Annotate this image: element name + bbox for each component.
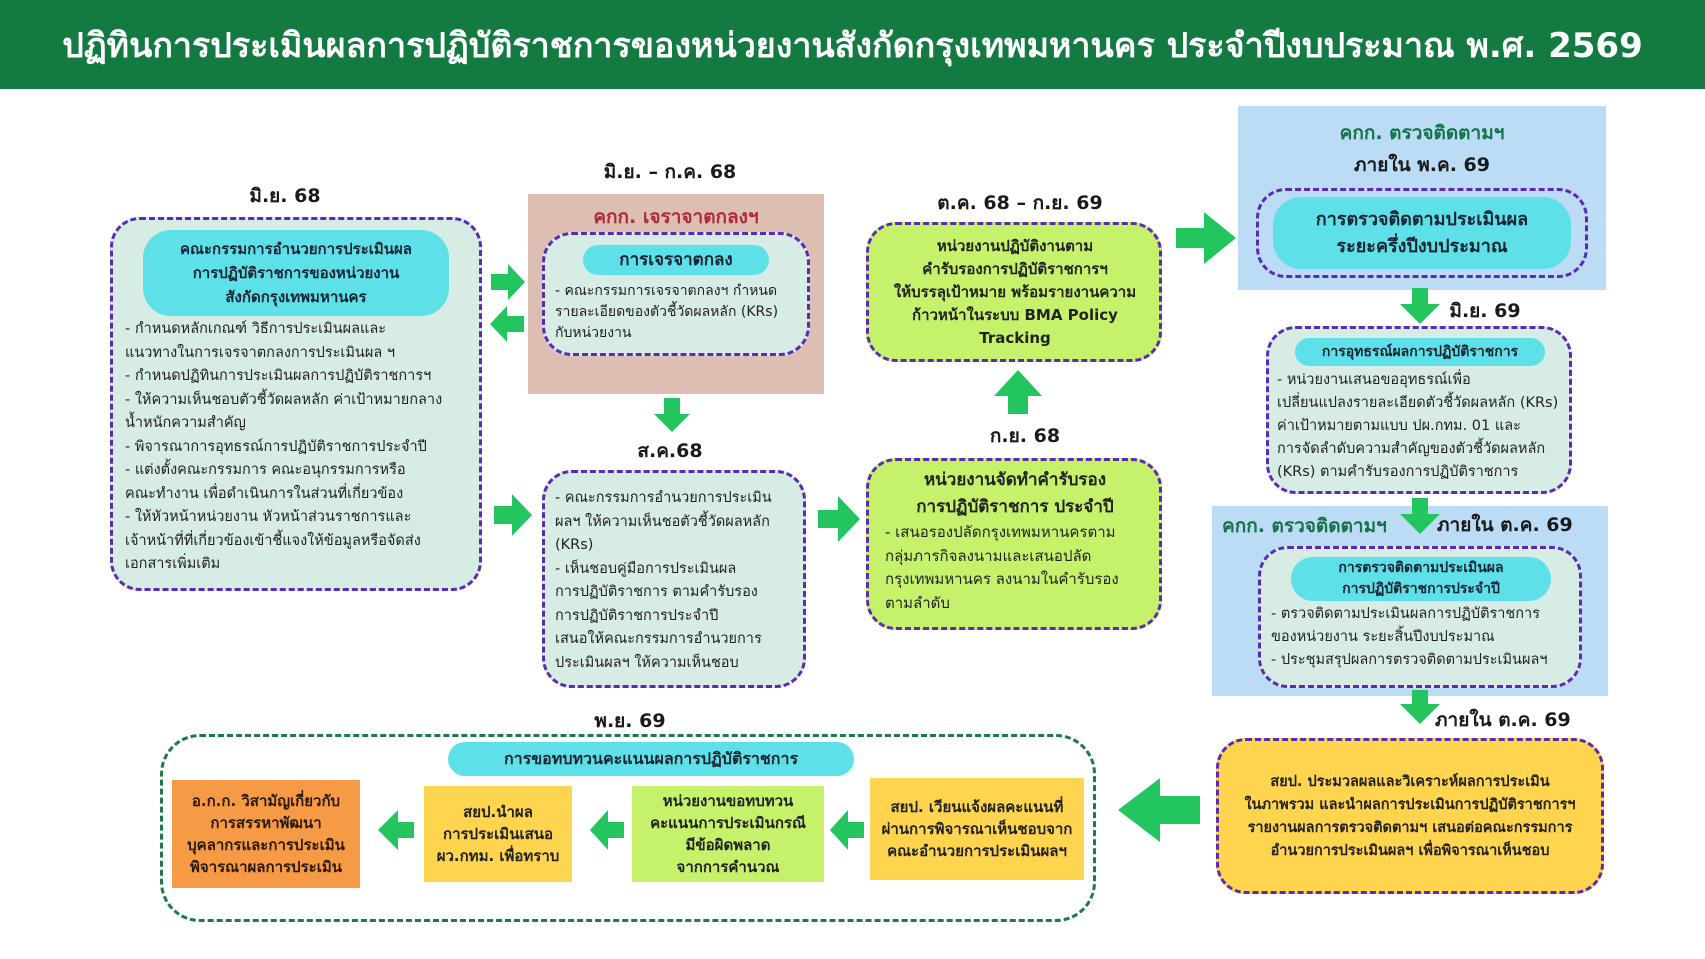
midyear-card: การตรวจติดตามประเมินผล ระยะครึ่งปีงบประม… [1256,188,1588,278]
arrow-down-icon [1400,498,1440,534]
arrow-down-icon [1400,690,1440,724]
committee-card: คณะกรรมการอำนวยการประเมินผล การปฏิบัติรา… [110,217,482,591]
agreement-card: หน่วยงานจัดทำคำรับรอง การปฏิบัติราชการ ป… [866,458,1162,630]
negotiation-pill: การเจรจาตกลง [583,245,769,275]
approval-card: - คณะกรรมการอำนวยการประเมิน ผลฯ ให้ความเ… [542,470,806,688]
summary-card: สยป. ประมวลผลและวิเคราะห์ผลการประเมิน ใน… [1216,738,1604,894]
annual-pill: การตรวจติดตามประเมินผล การปฏิบัติราชการป… [1291,557,1551,601]
review-step-report: สยป.นำผล การประเมินเสนอ ผว.กทม. เพื่อทรา… [424,786,572,882]
arrow-down-icon [654,398,690,432]
date-label-oct68-sep69: ต.ค. 68 – ก.ย. 69 [937,192,1103,214]
appeal-card: การอุทธรณ์ผลการปฏิบัติราชการ - หน่วยงานเ… [1266,326,1572,494]
arrow-left-icon [378,810,414,850]
date-label-sep68: ก.ย. 68 [989,425,1061,447]
arrow-left-icon [830,810,864,850]
summary-body: สยป. ประมวลผลและวิเคราะห์ผลการประเมิน ใน… [1244,774,1576,859]
negotiation-card: การเจรจาตกลง - คณะกรรมการเจรจาตกลงฯ กำหน… [542,232,810,356]
appeal-body: - หน่วยงานเสนอขออุทธรณ์เพื่อ เปลี่ยนแปลง… [1277,372,1559,480]
committee-duties: - กำหนดหลักเกณฑ์ วิธีการประเมินผลและ แนว… [125,321,443,572]
arrow-left-icon [1118,778,1200,842]
arrow-right-icon [494,494,532,536]
negotiation-body: - คณะกรรมการเจรจาตกลงฯ กำหนด รายละเอียดข… [555,283,779,341]
arrow-right-icon [491,264,525,300]
agreement-title: หน่วยงานจัดทำคำรับรอง การปฏิบัติราชการ ป… [916,470,1114,517]
review-step-final: อ.ก.ก. วิสามัญเกี่ยวกับ การสรรหาพัฒนา บุ… [172,780,360,888]
arrow-left-icon [590,810,624,850]
arrow-left-icon [490,306,524,342]
midyear-panel-title: คกก. ตรวจติดตามฯ [1339,122,1505,144]
review-group [160,734,1096,922]
negotiation-panel: คกก. เจราจาตกลงฯ การเจรจาตกลง - คณะกรรมก… [528,194,824,394]
arrow-up-icon [994,370,1042,414]
review-step-notify: สยป. เวียนแจ้งผลคะแนนที่ ผ่านการพิจารณาเ… [870,778,1084,880]
annual-card: การตรวจติดตามประเมินผล การปฏิบัติราชการป… [1258,546,1582,688]
date-label-jun69: มิ.ย. 69 [1449,300,1521,322]
date-label-jun-jul68: มิ.ย. – ก.ค. 68 [603,161,737,183]
arrow-down-icon [1400,288,1440,324]
negotiation-panel-title: คกก. เจราจาตกลงฯ [593,206,759,228]
page-title: ปฏิทินการประเมินผลการปฏิบัติราชการของหน่… [0,0,1705,89]
date-label-within-may69: ภายใน พ.ค. 69 [1354,154,1490,176]
appeal-pill: การอุทธรณ์ผลการปฏิบัติราชการ [1295,338,1545,366]
review-pill: การขอทบทวนคะแนนผลการปฏิบัติราชการ [448,742,854,776]
date-label-aug68: ส.ค.68 [637,440,703,462]
midyear-pill: การตรวจติดตามประเมินผล ระยะครึ่งปีงบประม… [1273,197,1571,269]
arrow-right-icon [1176,212,1236,264]
annual-body: - ตรวจติดตามประเมินผลการปฏิบัติราชการ ขอ… [1271,606,1548,668]
review-step-request: หน่วยงานขอทบทวน คะแนนการประเมินกรณี มีข้… [632,786,824,882]
committee-title: คณะกรรมการอำนวยการประเมินผล การปฏิบัติรา… [143,230,449,316]
date-label-within-oct69-a: ภายใน ต.ค. 69 [1437,514,1573,536]
operate-body: หน่วยงานปฏิบัติงานตาม คำรับรองการปฏิบัติ… [893,237,1137,347]
date-label-jun68: มิ.ย. 68 [249,185,321,207]
agreement-body: - เสนอรองปลัดกรุงเทพมหานครตาม กลุ่มภารกิ… [885,523,1119,612]
annual-panel-title: คกก. ตรวจติดตามฯ [1222,515,1387,537]
date-label-within-oct69-b: ภายใน ต.ค. 69 [1435,709,1571,731]
approval-body: - คณะกรรมการอำนวยการประเมิน ผลฯ ให้ความเ… [555,490,772,671]
operate-card: หน่วยงานปฏิบัติงานตาม คำรับรองการปฏิบัติ… [866,222,1162,362]
date-label-nov69: พ.ย. 69 [594,710,666,732]
annual-panel: คกก. ตรวจติดตามฯ ภายใน ต.ค. 69 การตรวจติ… [1212,506,1608,696]
arrow-right-icon [818,496,860,542]
midyear-panel: คกก. ตรวจติดตามฯ ภายใน พ.ค. 69 การตรวจติ… [1238,106,1606,290]
